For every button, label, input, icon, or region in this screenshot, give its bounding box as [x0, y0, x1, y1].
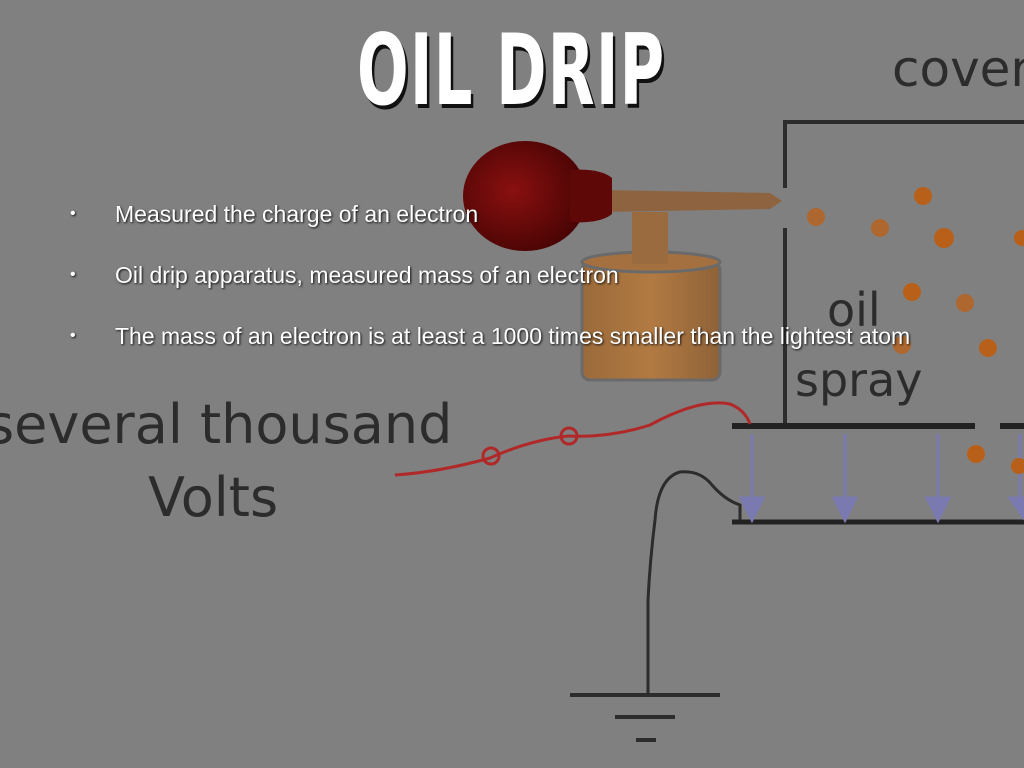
bullet-dot: • [70, 205, 76, 222]
chamber-wall [783, 120, 1024, 188]
wire-coil-1 [481, 446, 501, 466]
voltage-label-line1: several thousand [0, 393, 452, 456]
oil-label: oil [827, 283, 881, 337]
rubber-bulb [463, 141, 587, 251]
spray-label: spray [795, 353, 923, 407]
wire-coil-2 [559, 426, 579, 446]
voltage-label-line2: Volts [148, 466, 278, 529]
atomizer-stem [632, 212, 668, 264]
cover-label: cover [892, 40, 1024, 98]
oil-droplets [807, 187, 1024, 474]
bullet-text: Oil drip apparatus, measured mass of an … [115, 262, 619, 288]
voltage-wire [394, 401, 752, 477]
rubber-bulb-neck [570, 169, 612, 223]
atomizer-nozzle [600, 190, 782, 212]
field-arrows [738, 434, 1024, 524]
bullet-text: Measured the charge of an electron [115, 201, 479, 227]
bullet-text: The mass of an electron is at least a 10… [115, 323, 911, 349]
bullet-dot: • [70, 266, 76, 283]
slide-title: OIL DRIP [357, 14, 666, 128]
ground-wire [646, 470, 742, 694]
ground-symbol [570, 693, 720, 742]
bullet-dot: • [70, 327, 76, 344]
